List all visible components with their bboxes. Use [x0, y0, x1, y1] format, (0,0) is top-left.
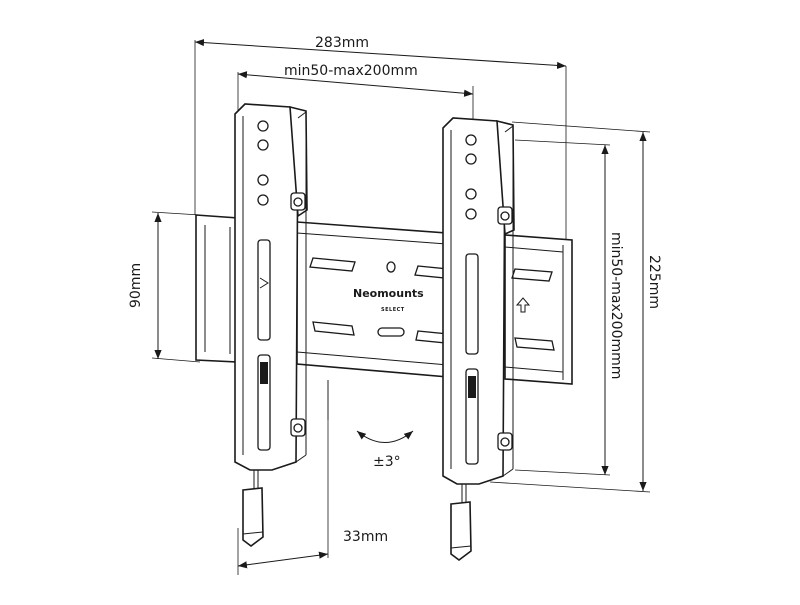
- vertical-spacing-label: min50-max200mmm: [608, 232, 624, 379]
- bracket-hole: [465, 153, 477, 165]
- brand-logo: Neomounts: [353, 287, 424, 300]
- wall-distance-label: 33mm: [343, 529, 388, 545]
- bracket-slot: [257, 239, 271, 341]
- bracket-hole: [257, 174, 269, 186]
- rail-slot: [309, 257, 356, 272]
- dimension-horizontal-hole-spacing: min50-max200mm: [237, 63, 474, 124]
- dimension-wall-distance: 33mm: [237, 380, 388, 575]
- bracket-hole: [257, 139, 269, 151]
- rail-slot: [514, 337, 555, 351]
- bracket-hole: [465, 188, 477, 200]
- bracket-hole: [257, 194, 269, 206]
- bracket-slot: [465, 253, 479, 355]
- tilt-label: ±3°: [373, 454, 401, 470]
- rail-slot: [377, 327, 405, 337]
- up-arrow-icon: [515, 297, 531, 313]
- safety-lock-handle: [242, 487, 264, 547]
- bracket-hole: [465, 208, 477, 220]
- rail-hole: [386, 261, 396, 273]
- dimension-overall-width: 283mm: [194, 35, 567, 242]
- overall-height-label: 225mm: [646, 255, 662, 309]
- safety-lock-handle: [450, 501, 472, 561]
- brand-sub-logo: SELECT: [381, 307, 405, 313]
- bracket-hole: [257, 120, 269, 132]
- dimension-overall-height: 225mm: [489, 121, 662, 493]
- bracket-hole: [465, 134, 477, 146]
- dimension-vertical-hole-spacing: min50-max200mmm: [514, 139, 624, 476]
- rail-slot: [312, 321, 355, 336]
- right-tv-bracket: [442, 117, 515, 561]
- overall-width-label: 283mm: [315, 35, 369, 51]
- rail-height-label: 90mm: [128, 263, 144, 308]
- tilt-indicator: ±3°: [356, 430, 414, 470]
- left-tv-bracket: [234, 103, 308, 547]
- wall-rail: Neomounts SELECT: [195, 214, 573, 385]
- dimension-rail-height: 90mm: [128, 211, 201, 363]
- horizontal-spacing-label: min50-max200mm: [284, 63, 418, 79]
